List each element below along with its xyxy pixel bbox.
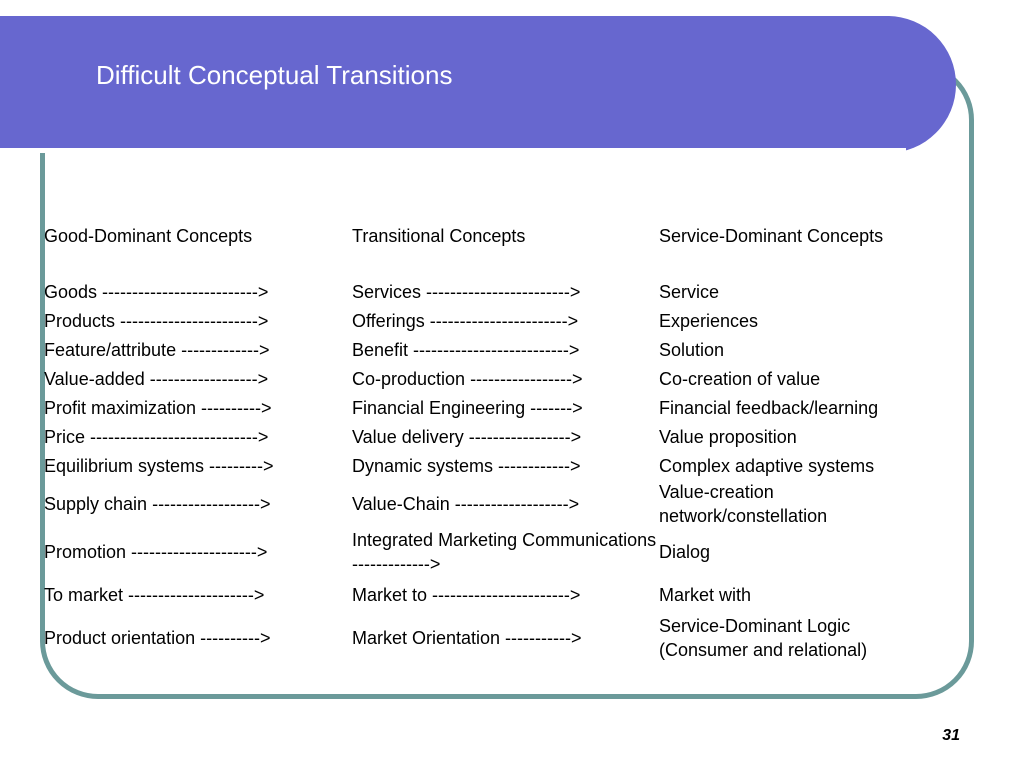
- service-dominant-cell: Financial feedback/learning: [659, 397, 879, 418]
- transitional-cell: Dynamic systems ------------>: [352, 455, 581, 476]
- service-dominant-cell: Complex adaptive systems: [659, 455, 875, 476]
- service-dominant-cell: Market with: [659, 585, 752, 605]
- transitional-cell: Integrated Marketing Communications ----…: [352, 530, 657, 574]
- good-dominant-cell: Supply chain ------------------>: [44, 494, 271, 514]
- service-dominant-cell: Experiences: [659, 310, 759, 331]
- service-dominant-cell: Service-Dominant Logic (Consumer and rel…: [659, 616, 868, 660]
- table-row: Price ----------------------------> Valu…: [44, 422, 944, 451]
- transitional-cell: Value delivery ----------------->: [352, 426, 582, 447]
- good-dominant-cell: Profit maximization ---------->: [44, 397, 272, 418]
- title-band: [0, 16, 956, 153]
- table-row: Supply chain ------------------> Value-C…: [44, 480, 944, 528]
- transitional-cell: Offerings ----------------------->: [352, 310, 579, 331]
- good-dominant-cell: Products ----------------------->: [44, 310, 269, 331]
- service-dominant-cell: Co-creation of value: [659, 368, 821, 389]
- service-dominant-cell: Dialog: [659, 542, 711, 562]
- good-dominant-cell: Goods -------------------------->: [44, 281, 269, 302]
- transitional-cell: Financial Engineering ------->: [352, 397, 583, 418]
- good-dominant-cell: Price ---------------------------->: [44, 426, 269, 447]
- slide-frame: [40, 62, 974, 699]
- service-dominant-cell: Solution: [659, 339, 725, 360]
- table-row: Equilibrium systems ---------> Dynamic s…: [44, 451, 944, 480]
- transitional-cell: Market to ----------------------->: [352, 585, 581, 605]
- slide-title: Difficult Conceptual Transitions: [96, 60, 453, 90]
- title-underline: [0, 148, 906, 153]
- good-dominant-cell: Promotion --------------------->: [44, 542, 268, 562]
- table-row: Promotion ---------------------> Integra…: [44, 528, 944, 576]
- header-service-dominant: Service-Dominant Concepts: [659, 226, 884, 246]
- transitional-cell: Market Orientation ----------->: [352, 628, 582, 648]
- table-row: Products -----------------------> Offeri…: [44, 306, 944, 335]
- header-good-dominant: Good-Dominant Concepts: [44, 226, 253, 246]
- table-row: To market ---------------------> Market …: [44, 576, 944, 614]
- good-dominant-cell: Value-added ------------------>: [44, 368, 269, 389]
- service-dominant-cell: Value-creation network/constellation: [659, 482, 828, 526]
- transitional-cell: Value-Chain ------------------->: [352, 494, 580, 514]
- table-row: Product orientation ----------> Market O…: [44, 614, 944, 662]
- table-header-row: Good-Dominant Concepts Transitional Conc…: [44, 222, 944, 250]
- concepts-table: Good-Dominant Concepts Transitional Conc…: [44, 222, 944, 662]
- service-dominant-cell: Value proposition: [659, 426, 797, 447]
- table-row: Profit maximization ----------> Financia…: [44, 393, 944, 422]
- good-dominant-cell: Equilibrium systems --------->: [44, 455, 274, 476]
- transitional-cell: Services ------------------------>: [352, 281, 581, 302]
- table-row: Value-added ------------------> Co-produ…: [44, 364, 944, 393]
- table-row: Goods --------------------------> Servic…: [44, 277, 944, 306]
- page-number: 31: [942, 727, 960, 744]
- table-row: Feature/attribute -------------> Benefit…: [44, 335, 944, 364]
- header-transitional: Transitional Concepts: [352, 226, 526, 246]
- good-dominant-cell: Feature/attribute ------------->: [44, 339, 270, 360]
- transitional-cell: Benefit -------------------------->: [352, 339, 580, 360]
- good-dominant-cell: To market --------------------->: [44, 585, 265, 605]
- service-dominant-cell: Service: [659, 281, 720, 302]
- table-spacer: [44, 250, 944, 277]
- transitional-cell: Co-production ----------------->: [352, 368, 583, 389]
- good-dominant-cell: Product orientation ---------->: [44, 628, 271, 648]
